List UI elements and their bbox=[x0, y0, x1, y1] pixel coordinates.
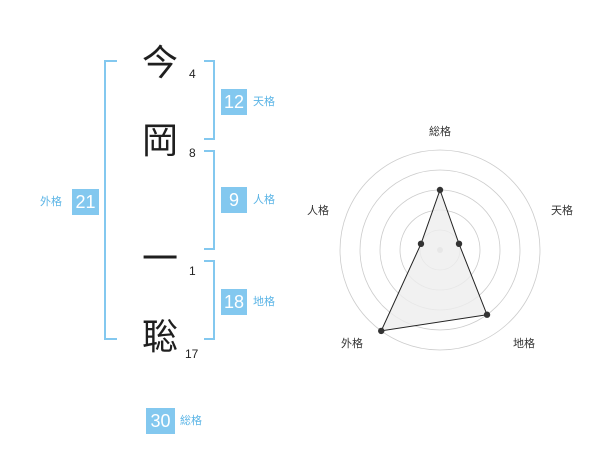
chikaku-label: 地格 bbox=[253, 295, 275, 308]
radar-point-4 bbox=[417, 240, 425, 248]
chikaku-value-badge: 18 bbox=[221, 289, 247, 315]
name-char-3: 一 bbox=[141, 239, 178, 280]
soukaku-value-badge: 30 bbox=[146, 408, 175, 434]
radar-axis-label-gaikaku: 外格 bbox=[341, 337, 363, 350]
stroke-count-3: 1 bbox=[189, 264, 196, 278]
soukaku-label: 総格 bbox=[180, 414, 202, 427]
radar-grid-ring bbox=[359, 169, 521, 331]
stroke-count-2: 8 bbox=[189, 146, 196, 160]
radar-grid-ring bbox=[339, 149, 541, 351]
radar-axis-label-jinkaku: 人格 bbox=[307, 204, 329, 217]
tenkaku-bracket bbox=[204, 60, 215, 140]
radar-point-1 bbox=[455, 240, 463, 248]
jinkaku-bracket bbox=[204, 150, 215, 250]
radar-point-3 bbox=[378, 327, 385, 335]
jinkaku-label: 人格 bbox=[253, 193, 275, 206]
gaikaku-value-badge: 21 bbox=[72, 189, 99, 215]
radar-series-polygon bbox=[380, 188, 488, 332]
radar-axis-label-chikaku: 地格 bbox=[513, 337, 535, 350]
stroke-count-4: 17 bbox=[185, 347, 199, 361]
radar-point-2 bbox=[483, 311, 491, 318]
name-char-2: 岡 bbox=[141, 121, 178, 162]
stroke-count-1: 4 bbox=[189, 67, 196, 81]
jinkaku-value-badge: 9 bbox=[221, 187, 247, 213]
radar-axis-label-tenkaku: 天格 bbox=[551, 204, 573, 217]
gaikaku-bracket bbox=[104, 60, 117, 340]
tenkaku-label: 天格 bbox=[253, 95, 275, 108]
tenkaku-value-badge: 12 bbox=[221, 89, 247, 115]
name-char-4: 聡 bbox=[141, 317, 178, 358]
chikaku-bracket bbox=[204, 260, 215, 340]
name-char-1: 今 bbox=[141, 43, 178, 84]
radar-point-0 bbox=[436, 186, 444, 194]
radar-axis-label-soukaku: 総格 bbox=[429, 125, 451, 138]
gaikaku-label: 外格 bbox=[40, 195, 62, 208]
